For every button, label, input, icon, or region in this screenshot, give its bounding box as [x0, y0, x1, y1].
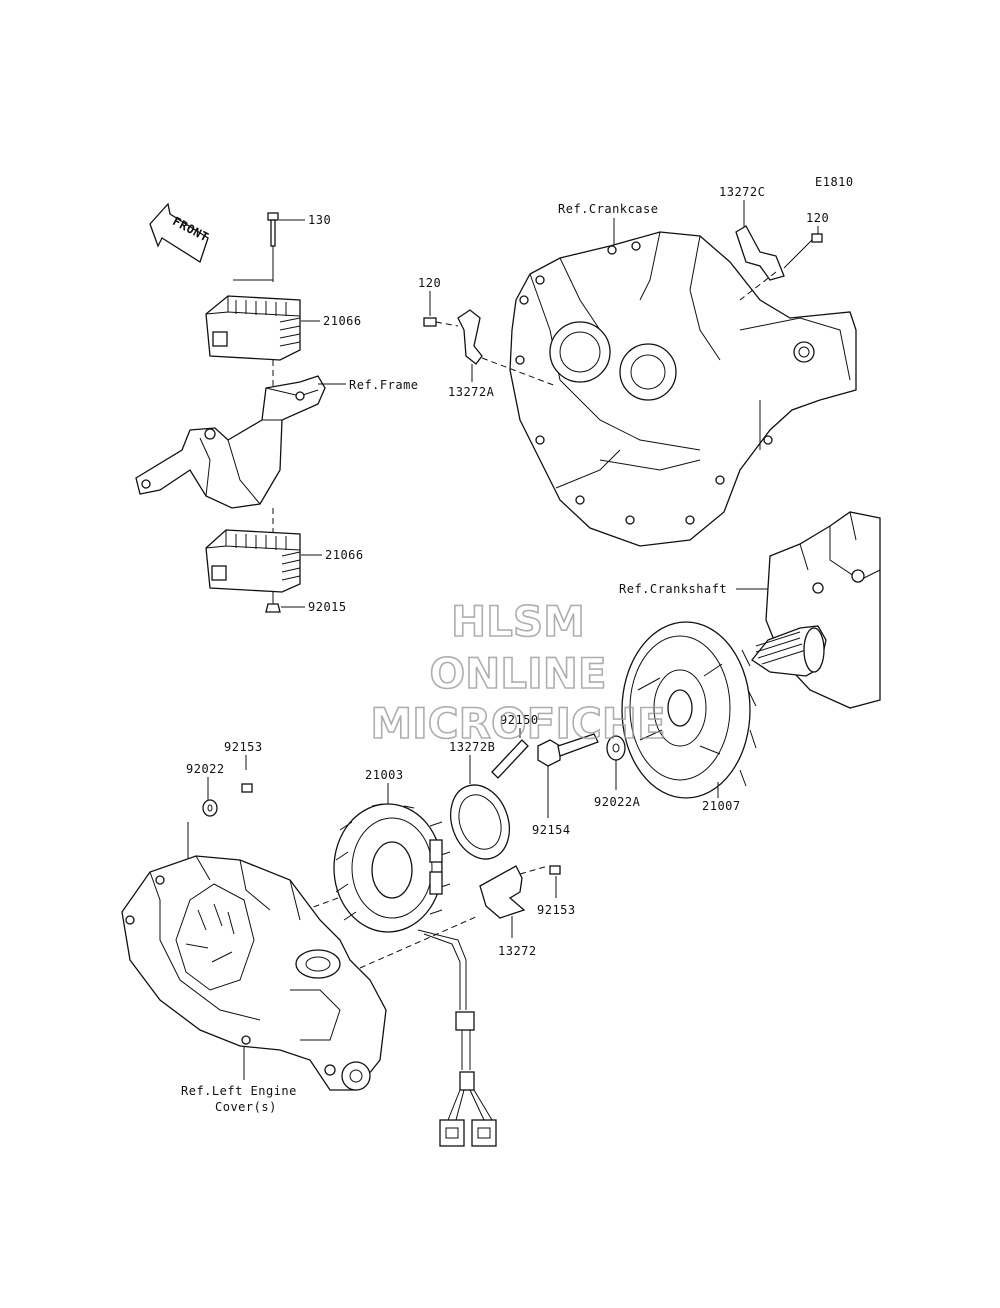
label-ref-crankshaft: Ref.Crankshaft — [619, 582, 727, 596]
label-130: 130 — [308, 213, 331, 227]
label-92153-top: 92153 — [224, 740, 263, 754]
label-21066-bottom: 21066 — [325, 548, 364, 562]
watermark-line-3: MICROFICHE — [370, 699, 665, 748]
regulator-21066-top — [205, 295, 320, 361]
watermark: HLSM ONLINE MICROFICHE — [370, 596, 667, 749]
label-ref-crankcase: Ref.Crankcase — [558, 202, 658, 216]
bracket-13272C — [735, 225, 785, 281]
label-92154: 92154 — [532, 823, 571, 837]
label-21007: 21007 — [702, 799, 741, 813]
label-ref-left-cover-1: Ref.Left Engine — [181, 1084, 297, 1098]
bolt-92153-top — [241, 783, 253, 793]
wire-harness — [417, 929, 497, 1147]
diagram-code: E1810 — [815, 175, 854, 189]
bolt-92154 — [537, 733, 599, 818]
guard-13272 — [479, 865, 549, 919]
label-120-right: 120 — [806, 211, 829, 225]
washer-92022A — [606, 735, 626, 790]
watermark-line-1: HLSM — [451, 597, 585, 646]
bolt-120-left — [423, 317, 459, 327]
front-arrow-icon: FRONT — [149, 202, 211, 263]
regulator-21066-bottom — [205, 529, 322, 593]
crankcase — [509, 231, 857, 547]
bolt-120-right — [783, 233, 823, 269]
rotor-21007 — [621, 621, 757, 799]
bolt-130 — [267, 212, 305, 247]
label-13272A: 13272A — [448, 385, 495, 399]
label-13272: 13272 — [498, 944, 537, 958]
label-13272C: 13272C — [719, 185, 765, 199]
label-13272B: 13272B — [449, 740, 495, 754]
watermark-line-2: ONLINE — [429, 649, 606, 698]
label-ref-left-cover-2: Cover(s) — [215, 1100, 277, 1114]
washer-92022 — [202, 799, 218, 817]
crankshaft — [751, 511, 881, 709]
label-92022A: 92022A — [594, 795, 641, 809]
nut-92015 — [265, 603, 305, 613]
label-120-left: 120 — [418, 276, 441, 290]
stator-21003 — [333, 803, 451, 933]
label-92153-mid: 92153 — [537, 903, 576, 917]
gasket-13272B — [450, 784, 510, 860]
label-ref-frame: Ref.Frame — [349, 378, 419, 392]
label-92022: 92022 — [186, 762, 225, 776]
left-engine-cover — [121, 855, 387, 1091]
frame-bracket — [135, 375, 346, 509]
label-92015: 92015 — [308, 600, 347, 614]
label-92150: 92150 — [500, 713, 539, 727]
bolt-92150 — [491, 739, 529, 779]
bolt-92153-mid — [549, 865, 561, 875]
label-21003: 21003 — [365, 768, 404, 782]
clamp-13272A — [457, 309, 483, 365]
label-21066-top: 21066 — [323, 314, 362, 328]
